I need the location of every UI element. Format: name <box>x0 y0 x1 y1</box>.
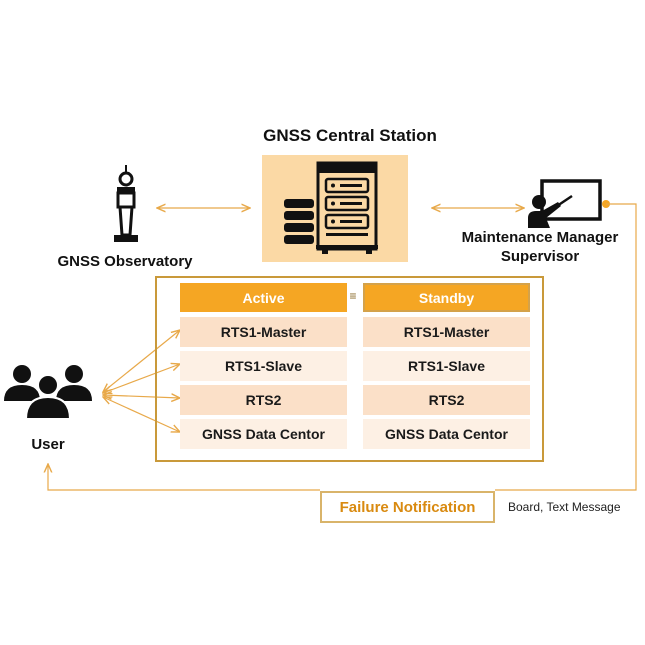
presenter-board-icon <box>528 179 602 228</box>
failure-to-user-path <box>48 464 320 491</box>
antenna-icon <box>114 165 138 242</box>
standby-row-rts1-slave: RTS1-Slave <box>363 351 530 381</box>
failure-notification-path <box>495 203 637 491</box>
user-slave-arrow <box>103 364 180 393</box>
station-title: GNSS Central Station <box>263 126 437 145</box>
equivalence-symbol: ≡ <box>349 289 357 303</box>
user-group-icon <box>4 365 92 420</box>
standby-column: Standby RTS1-Master RTS1-Slave RTS2 GNSS… <box>363 283 530 449</box>
standby-row-rts2: RTS2 <box>363 385 530 415</box>
active-row-rts2: RTS2 <box>180 385 347 415</box>
manager-label-line1: Maintenance Manager <box>461 229 619 246</box>
manager-label-line2: Supervisor <box>500 248 580 265</box>
active-row-rts1-master: RTS1-Master <box>180 317 347 347</box>
notification-channels: Board, Text Message <box>508 500 621 514</box>
redundancy-panel <box>155 276 544 462</box>
active-row-rts1-slave: RTS1-Slave <box>180 351 347 381</box>
standby-row-data-center: GNSS Data Centor <box>363 419 530 449</box>
observatory-label: GNSS Observatory <box>57 253 193 270</box>
user-datacenter-arrow <box>103 397 180 432</box>
standby-header: Standby <box>363 283 530 312</box>
failure-notification-box: Failure Notification <box>320 491 495 523</box>
active-column: Active RTS1-Master RTS1-Slave RTS2 GNSS … <box>180 283 347 449</box>
standby-row-rts1-master: RTS1-Master <box>363 317 530 347</box>
active-row-data-center: GNSS Data Centor <box>180 419 347 449</box>
manager-label: Maintenance Manager Supervisor <box>440 228 640 266</box>
active-header: Active <box>180 283 347 312</box>
user-label: User <box>31 436 65 453</box>
station-box <box>262 155 408 262</box>
server-rack-icon <box>284 161 378 254</box>
